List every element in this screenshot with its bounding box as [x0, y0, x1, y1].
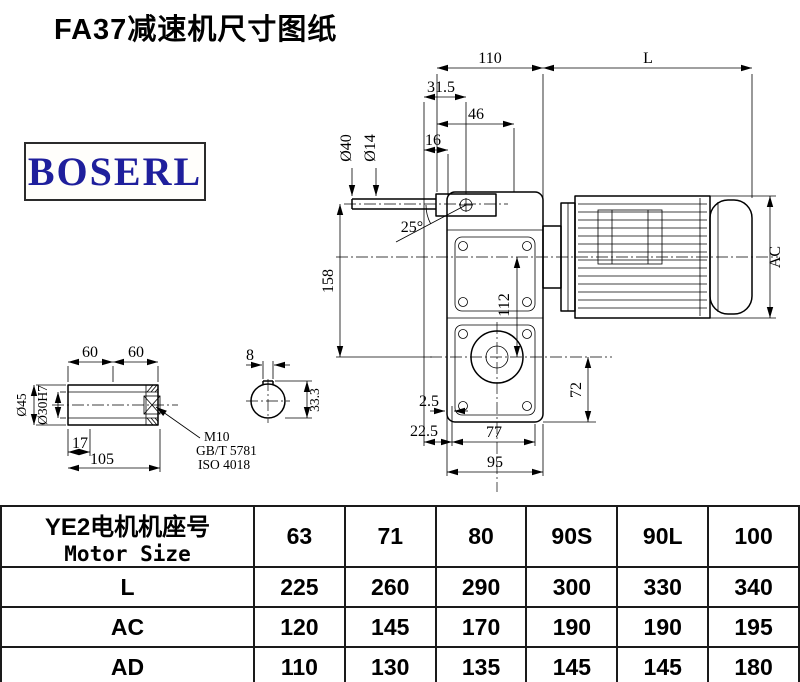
L-value: 260: [343, 566, 437, 608]
table-row-AD: AD 110 130 135 145 145 180: [0, 646, 800, 682]
dim-60-right: 60: [128, 344, 144, 361]
dim-dia14: Ø14: [362, 134, 379, 162]
hollow-shaft-detail-labels: 60 60 Ø45 Ø30H7 17 105 M10 GB/T 5781 ISO…: [14, 344, 257, 472]
motor-size-header-cell: YE2电机机座号 Motor Size: [0, 505, 255, 568]
main-dimension-lines: [336, 64, 776, 476]
AC-value: 120: [253, 606, 346, 648]
dim-dia45: Ø45: [14, 393, 29, 416]
L-value: 225: [253, 566, 346, 608]
dim-dia40: Ø40: [338, 134, 355, 162]
AC-value: 190: [616, 606, 710, 648]
motor: [542, 195, 753, 319]
AC-value: 145: [343, 606, 437, 648]
boserl-logo: BOSERL: [24, 142, 206, 201]
dim-angle-25: 25°: [401, 219, 423, 236]
dim-46: 46: [468, 106, 484, 123]
AD-value: 110: [253, 646, 346, 682]
dim-L: L: [643, 50, 653, 67]
main-dimension-labels: 110 L 31.5 46 16 Ø40 Ø14 25° 158 112 AC …: [320, 50, 784, 471]
dim-AC: AC: [767, 246, 784, 268]
dim-72: 72: [568, 382, 585, 398]
col-80: 80: [434, 505, 528, 568]
AC-value: 170: [434, 606, 528, 648]
dim-95: 95: [487, 454, 503, 471]
dim-31-5: 31.5: [427, 79, 455, 96]
AD-value: 135: [434, 646, 528, 682]
AD-value: 145: [616, 646, 710, 682]
AC-value: 195: [707, 606, 800, 648]
table-row-AC: AC 120 145 170 190 190 195: [0, 606, 800, 648]
AD-value: 145: [525, 646, 619, 682]
dim-158: 158: [320, 269, 337, 293]
col-90l: 90L: [616, 505, 710, 568]
L-value: 290: [434, 566, 528, 608]
centerlines: [336, 203, 778, 492]
dim-2-5: 2.5: [419, 393, 439, 410]
motor-size-header-en: Motor Size: [64, 542, 191, 566]
row-label-L: L: [0, 566, 255, 608]
dim-112: 112: [496, 293, 513, 316]
dim-22-5: 22.5: [410, 423, 438, 440]
dim-dia30h7: Ø30H7: [35, 385, 50, 425]
dimension-drawing: 110 L 31.5 46 16 Ø40 Ø14 25° 158 112 AC …: [14, 50, 784, 492]
dim-110: 110: [478, 50, 501, 67]
L-value: 330: [616, 566, 710, 608]
motor-size-header-cn: YE2电机机座号: [44, 514, 211, 541]
dim-17: 17: [72, 435, 88, 452]
shaft-section-detail: [246, 361, 312, 423]
row-label-AD: AD: [0, 646, 255, 682]
motor-size-table: YE2电机机座号 Motor Size 63 71 80 90S 90L 100…: [0, 505, 800, 682]
col-100: 100: [707, 505, 800, 568]
dim-key-width-8: 8: [246, 347, 254, 364]
motor-size-table-wrap: YE2电机机座号 Motor Size 63 71 80 90S 90L 100…: [0, 505, 800, 682]
gearbox-housing: [351, 191, 544, 423]
col-63: 63: [253, 505, 346, 568]
dim-105: 105: [90, 451, 114, 468]
dim-16: 16: [425, 132, 441, 149]
hollow-shaft-detail: [30, 358, 201, 472]
AC-value: 190: [525, 606, 619, 648]
L-value: 340: [707, 566, 800, 608]
page-title: FA37减速机尺寸图纸: [54, 14, 338, 46]
label-m10: M10: [204, 429, 230, 444]
col-90s: 90S: [525, 505, 619, 568]
AD-value: 180: [707, 646, 800, 682]
dim-60-left: 60: [82, 344, 98, 361]
L-value: 300: [525, 566, 619, 608]
AD-value: 130: [343, 646, 437, 682]
boserl-logo-text: BOSERL: [27, 148, 203, 194]
label-gbt-5781: GB/T 5781: [196, 443, 257, 458]
row-label-AC: AC: [0, 606, 255, 648]
table-header-row: YE2电机机座号 Motor Size 63 71 80 90S 90L 100: [0, 505, 800, 568]
dim-key-depth-33-3: 33.3: [307, 388, 322, 412]
shaft-section-detail-labels: 8 33.3: [246, 347, 322, 412]
label-iso-4018: ISO 4018: [198, 457, 250, 472]
col-71: 71: [343, 505, 437, 568]
table-row-L: L 225 260 290 300 330 340: [0, 566, 800, 608]
dim-77: 77: [486, 424, 502, 441]
